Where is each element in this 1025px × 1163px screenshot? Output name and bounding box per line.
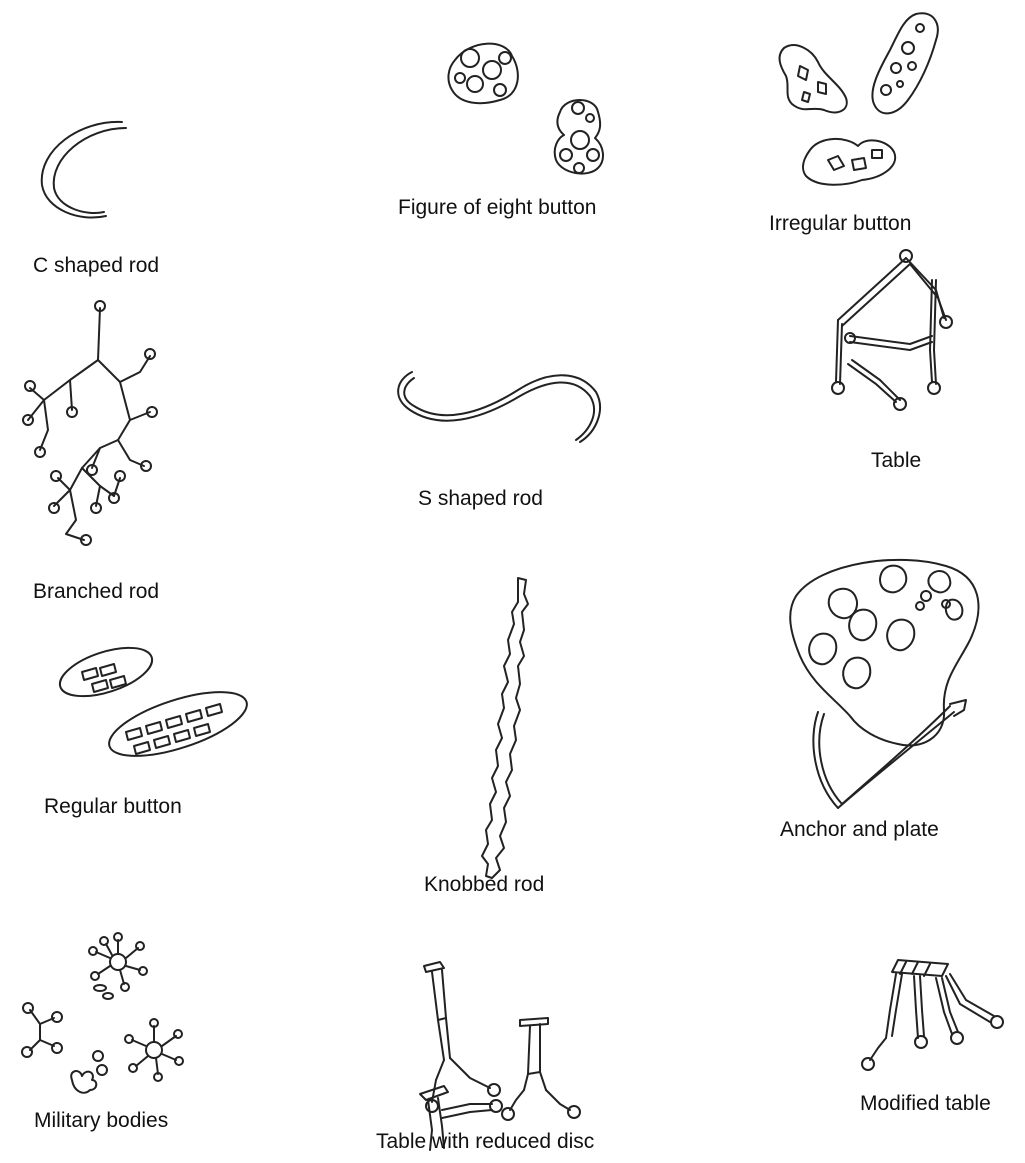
c-shaped-rod-drawing <box>42 122 126 218</box>
label-irregular-button: Irregular button <box>769 212 911 236</box>
label-figure-of-eight-button: Figure of eight button <box>398 196 596 220</box>
label-c-shaped-rod: C shaped rod <box>33 254 159 278</box>
label-table-with-reduced-disc: Table with reduced disc <box>376 1130 594 1154</box>
branched-rod-drawing <box>23 301 157 545</box>
s-shaped-rod-drawing <box>398 372 600 442</box>
military-bodies-drawing <box>22 933 183 1093</box>
table-with-reduced-disc-drawing <box>420 962 580 1150</box>
label-table: Table <box>871 449 921 473</box>
label-branched-rod: Branched rod <box>33 580 159 604</box>
label-s-shaped-rod: S shaped rod <box>418 487 543 511</box>
label-modified-table: Modified table <box>860 1092 991 1116</box>
modified-table-drawing <box>862 960 1003 1070</box>
regular-button-drawing <box>54 638 254 769</box>
figure-of-eight-button-drawing <box>448 44 603 174</box>
table-drawing <box>832 250 952 410</box>
knobbed-rod-drawing <box>482 578 528 878</box>
label-anchor-and-plate: Anchor and plate <box>780 818 939 842</box>
label-regular-button: Regular button <box>44 795 182 819</box>
anchor-and-plate-drawing <box>790 560 978 808</box>
label-military-bodies: Military bodies <box>34 1109 168 1133</box>
irregular-button-drawing <box>780 13 938 185</box>
label-knobbed-rod: Knobbed rod <box>424 873 544 897</box>
